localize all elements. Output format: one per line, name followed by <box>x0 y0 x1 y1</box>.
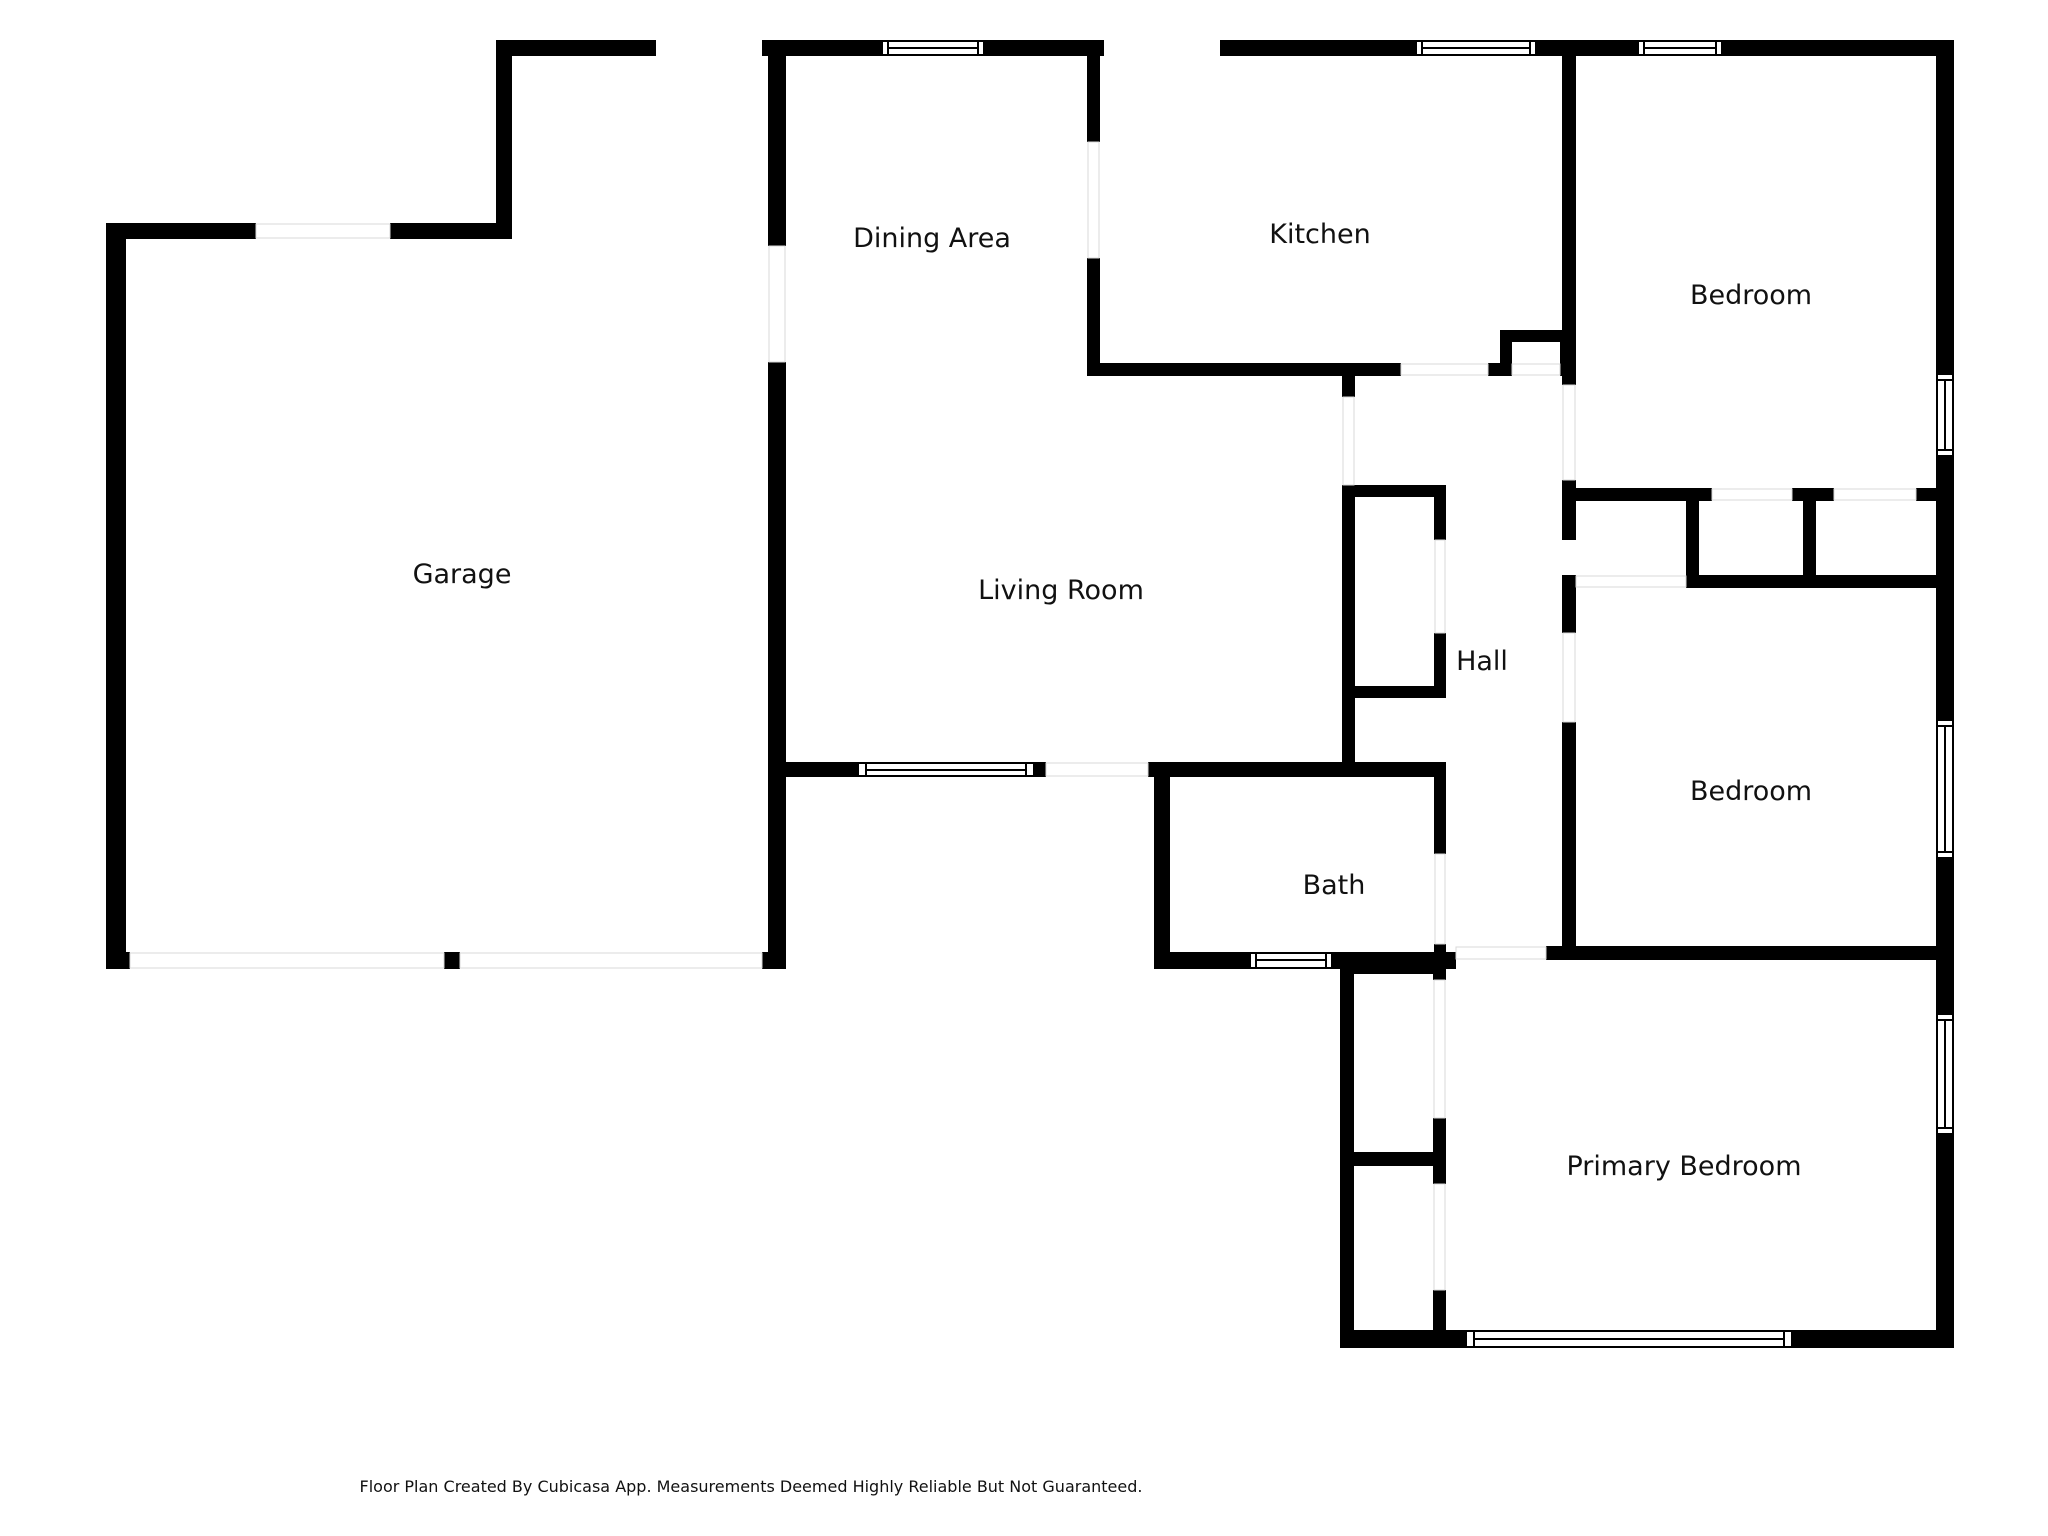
room-label-garage: Garage <box>413 559 512 590</box>
window <box>1637 40 1723 56</box>
room-label-bath: Bath <box>1303 870 1366 901</box>
wall <box>1220 40 1416 56</box>
wall <box>1562 488 1712 501</box>
wall <box>768 362 786 969</box>
wall <box>1936 40 1954 374</box>
room-label-dining-area: Dining Area <box>853 223 1011 254</box>
door-opening <box>1434 853 1446 945</box>
door-opening <box>768 245 786 363</box>
door-opening <box>1833 488 1917 501</box>
wall <box>1342 485 1446 497</box>
wall <box>1792 1330 1954 1348</box>
door-opening <box>1045 762 1149 777</box>
room-label-living-room: Living Room <box>978 575 1144 606</box>
window <box>1936 373 1954 457</box>
wall <box>1536 40 1638 56</box>
wall <box>1148 762 1446 777</box>
wall <box>1434 762 1446 854</box>
wall <box>106 223 126 969</box>
wall <box>1500 330 1572 342</box>
door-opening <box>1511 363 1561 376</box>
wall <box>1342 686 1446 698</box>
wall <box>1562 40 1576 385</box>
wall <box>1154 952 1250 969</box>
door-openings <box>129 141 1917 1291</box>
door-opening <box>129 952 445 969</box>
wall <box>390 223 512 239</box>
room-label-bedroom: Bedroom <box>1690 280 1812 311</box>
wall <box>1686 575 1954 588</box>
window <box>1465 1330 1793 1348</box>
wall <box>1087 363 1401 376</box>
walls <box>106 40 1954 1348</box>
wall <box>984 40 1104 56</box>
wall <box>1034 762 1046 777</box>
wall <box>444 952 460 969</box>
footer-disclaimer: Floor Plan Created By Cubicasa App. Meas… <box>360 1477 1143 1496</box>
wall <box>1916 488 1954 501</box>
windows <box>857 40 1954 1348</box>
wall <box>1433 960 1446 980</box>
room-label-kitchen: Kitchen <box>1269 219 1370 250</box>
room-label-primary-bedroom: Primary Bedroom <box>1566 1151 1801 1182</box>
wall <box>1686 488 1699 588</box>
wall <box>1562 722 1576 959</box>
wall <box>1340 1152 1446 1166</box>
window <box>1936 719 1954 859</box>
wall <box>1433 1118 1446 1184</box>
wall <box>762 40 882 56</box>
door-opening <box>1087 141 1100 259</box>
room-labels: Garage Dining Area Kitchen Living Room B… <box>413 219 1813 1182</box>
wall <box>1340 960 1446 974</box>
wall <box>780 762 858 777</box>
window <box>1249 952 1333 969</box>
door-opening <box>1342 396 1355 486</box>
door-opening <box>1455 946 1547 960</box>
wall <box>1936 858 1954 1014</box>
window <box>1936 1013 1954 1135</box>
door-opening <box>1575 575 1687 588</box>
wall <box>1087 40 1100 142</box>
wall <box>106 952 130 969</box>
wall <box>1722 40 1954 56</box>
wall <box>768 40 786 246</box>
wall <box>1340 1330 1466 1348</box>
wall <box>1434 485 1446 540</box>
wall <box>496 40 512 239</box>
wall <box>1087 258 1100 376</box>
room-label-hall: Hall <box>1456 646 1508 677</box>
door-opening <box>1711 488 1793 501</box>
wall <box>496 40 656 56</box>
window <box>881 40 985 56</box>
door-opening <box>1433 979 1446 1119</box>
door-opening <box>1400 363 1489 376</box>
wall <box>1342 485 1355 770</box>
door-opening <box>459 952 763 969</box>
wall <box>106 223 256 239</box>
wall <box>1154 762 1170 969</box>
room-label-bedroom: Bedroom <box>1690 776 1812 807</box>
door-opening <box>1433 1183 1446 1291</box>
wall <box>1803 488 1816 588</box>
door-opening <box>255 223 391 239</box>
wall <box>1342 375 1355 397</box>
window <box>857 762 1035 777</box>
wall <box>1546 946 1954 960</box>
door-opening <box>1562 384 1576 481</box>
wall <box>1936 1134 1954 1348</box>
window <box>1415 40 1537 56</box>
door-opening <box>1562 632 1576 723</box>
door-opening <box>1434 539 1446 634</box>
wall <box>1500 330 1512 376</box>
wall <box>1434 633 1446 698</box>
wall <box>1562 575 1576 633</box>
